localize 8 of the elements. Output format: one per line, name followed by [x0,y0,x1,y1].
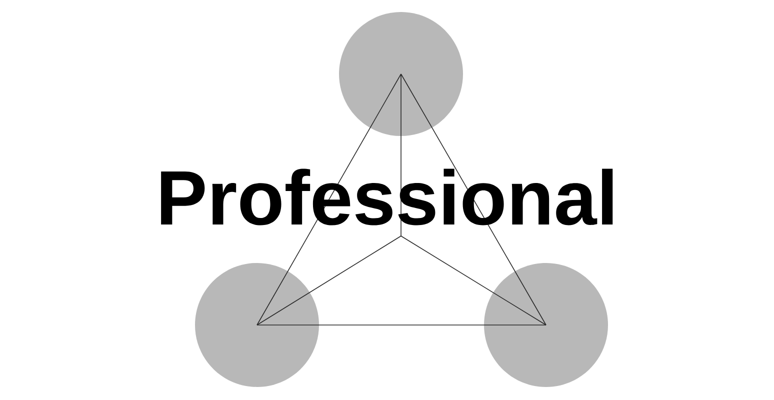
connector-line [400,236,546,326]
circle-shape [339,12,463,136]
circle-shape [195,263,319,387]
connector-line [256,74,402,326]
circle-shape [484,263,608,387]
connector-line [256,324,546,326]
connector-line [400,74,546,326]
connector-line [256,236,402,326]
